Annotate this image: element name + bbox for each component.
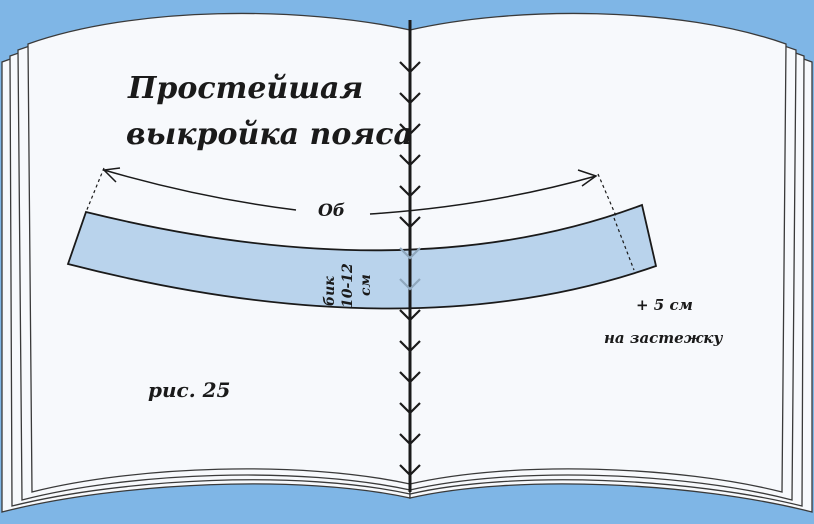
belt-width-line-3: см: [358, 274, 374, 296]
stitch-mark-3: [399, 123, 421, 136]
fastener-note-line-1: + 5 см: [636, 296, 693, 314]
left-extension-line: [85, 167, 105, 213]
fastener-note-line-2: на застежку: [604, 329, 723, 347]
belt-width-line-2: 10-12: [340, 263, 356, 308]
stitch-mark-9: [399, 309, 421, 322]
girth-arrow-right: [577, 169, 598, 187]
title-line-1: Простейшая: [127, 71, 363, 106]
girth-dimension-arc-right: [369, 175, 597, 215]
stitch-mark-10: [399, 340, 421, 353]
stitch-mark-14: [399, 464, 421, 477]
stitch-mark-1: [399, 61, 421, 74]
girth-arrow-left: [102, 167, 121, 183]
stitch-mark-8: [399, 278, 421, 291]
stitch-mark-2: [399, 92, 421, 105]
stitch-mark-4: [399, 154, 421, 167]
girth-label: Об: [318, 201, 345, 221]
stitch-mark-13: [399, 433, 421, 446]
stitch-mark-11: [399, 371, 421, 384]
figure-label: рис. 25: [148, 378, 230, 402]
right-extension-line: [597, 173, 617, 217]
belt-width-line-1: бик: [322, 276, 338, 306]
stitch-mark-7: [399, 247, 421, 260]
belt-width-label: бик 10-12 см: [322, 263, 374, 308]
title-line-2: выкройка пояса: [126, 117, 413, 152]
stitch-marks: [399, 61, 421, 477]
belt-pattern-strip: [66, 203, 658, 310]
stitch-mark-5: [399, 185, 421, 198]
girth-dimension-arc-left: [103, 169, 297, 211]
stitch-mark-12: [399, 402, 421, 415]
stitch-mark-6: [399, 216, 421, 229]
